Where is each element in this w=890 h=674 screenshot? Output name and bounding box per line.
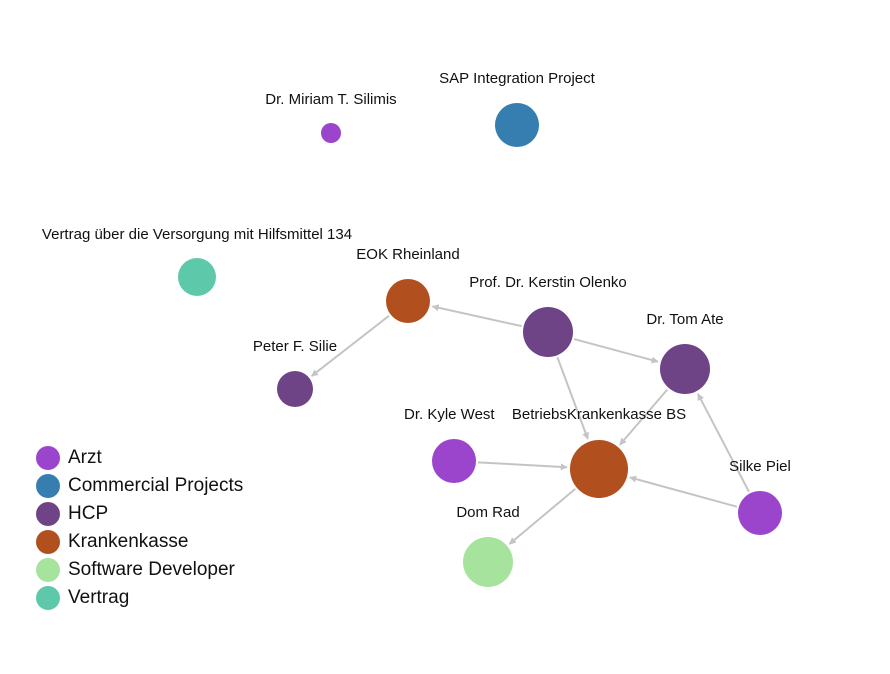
edge-eok-to-silie: [310, 314, 390, 377]
edge-silkepiel-to-tomate: [697, 393, 750, 493]
legend-label-krankenkasse: Krankenkasse: [68, 531, 189, 552]
node-peter-f-silie[interactable]: [277, 371, 313, 407]
legend-item-commercial: Commercial Projects: [36, 472, 243, 500]
legend-swatch-arzt: [36, 446, 60, 470]
node-label-dr-tom-ate: Dr. Tom Ate: [646, 311, 723, 328]
node-betriebskrankenkasse-bs[interactable]: [570, 440, 628, 498]
node-label-peter-f-silie: Peter F. Silie: [253, 338, 337, 355]
legend-item-krankenkasse: Krankenkasse: [36, 528, 243, 556]
node-label-dr-kyle-west: Dr. Kyle West: [404, 406, 495, 423]
labels-layer: Dr. Miriam T. Silimis SAP Integration Pro…: [42, 70, 791, 521]
legend-label-vertrag: Vertrag: [68, 587, 130, 608]
node-vertrag-ber-die-versorgung-mit-hilfsmittel-134[interactable]: [178, 258, 216, 296]
legend-item-vertrag: Vertrag: [36, 584, 243, 612]
edge-olenko-to-tomate: [573, 338, 659, 364]
legend-label-hcp: HCP: [68, 503, 109, 524]
legend-swatch-commercial: [36, 474, 60, 498]
legend-swatch-software: [36, 558, 60, 582]
node-label-prof-dr-kerstin-olenko: Prof. Dr. Kerstin Olenko: [469, 274, 627, 291]
legend-swatch-hcp: [36, 502, 60, 526]
legend-item-software: Software Developer: [36, 556, 243, 584]
node-label-dom-rad: Dom Rad: [456, 504, 519, 521]
node-label-betriebskrankenkasse-bs: BetriebsKrankenkasse BS: [512, 406, 686, 423]
node-label-dr-miriam-t-silimis: Dr. Miriam T. Silimis: [265, 91, 396, 108]
node-prof-dr-kerstin-olenko[interactable]: [523, 307, 573, 357]
legend-item-hcp: HCP: [36, 500, 243, 528]
node-dr-kyle-west[interactable]: [432, 439, 476, 483]
legend-label-commercial: Commercial Projects: [68, 475, 244, 496]
node-eok-rheinland[interactable]: [386, 279, 430, 323]
node-label-sap-integration-project: SAP Integration Project: [439, 70, 595, 87]
node-dr-tom-ate[interactable]: [660, 344, 710, 394]
node-dr-miriam-t-silimis[interactable]: [321, 123, 341, 143]
node-dom-rad[interactable]: [463, 537, 513, 587]
edge-silkepiel-to-bkkbs: [629, 475, 738, 508]
edge-kylewest-to-bkkbs: [477, 461, 568, 471]
legend-swatch-krankenkasse: [36, 530, 60, 554]
legend-label-software: Software Developer: [68, 559, 235, 580]
legend-item-arzt: Arzt: [36, 444, 243, 472]
edge-olenko-to-eok: [431, 304, 522, 328]
node-label-silke-piel: Silke Piel: [729, 458, 791, 475]
nodes-layer: [178, 103, 782, 587]
edges-layer: [310, 304, 750, 545]
node-silke-piel[interactable]: [738, 491, 782, 535]
legend-swatch-vertrag: [36, 586, 60, 610]
edge-tomate-to-bkkbs: [619, 388, 669, 446]
legend-label-arzt: Arzt: [68, 447, 102, 468]
node-sap-integration-project[interactable]: [495, 103, 539, 147]
edge-olenko-to-bkkbs: [556, 356, 589, 440]
edge-bkkbs-to-domrad: [508, 488, 576, 545]
node-label-vertrag-ber-die-versorgung-mit-hilfsmittel-134: Vertrag über die Versorgung mit Hilfsmit…: [42, 226, 352, 243]
node-label-eok-rheinland: EOK Rheinland: [356, 246, 459, 263]
